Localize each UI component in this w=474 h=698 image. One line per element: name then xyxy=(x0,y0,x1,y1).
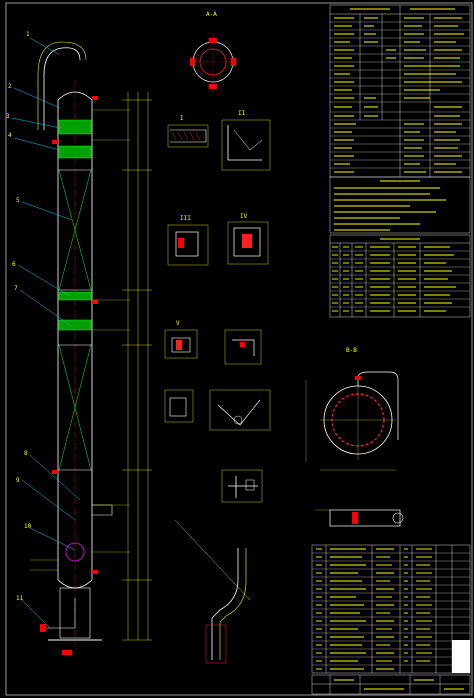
nozzle-level-lines xyxy=(30,109,130,571)
technical-spec-table[interactable] xyxy=(329,4,471,178)
detail-view-8[interactable] xyxy=(209,389,271,431)
skirt xyxy=(59,587,91,639)
nozzle-flange-3 xyxy=(92,300,98,304)
nozzle-elbow-detail[interactable] xyxy=(174,519,251,664)
svg-text:II: II xyxy=(238,110,246,117)
nozzle-table[interactable] xyxy=(329,234,471,318)
plan-view-label: A-A xyxy=(206,11,217,18)
svg-text:IV: IV xyxy=(240,213,248,220)
gas-inlet-nozzle xyxy=(92,504,113,516)
detail-view-3[interactable]: III xyxy=(167,215,209,266)
liquid-distributor xyxy=(58,291,92,301)
tower-elevation[interactable]: 1 2 3 4 5 6 7 8 9 10 11 xyxy=(6,31,152,655)
nozzle-flange-6 xyxy=(62,650,72,655)
svg-text:11: 11 xyxy=(16,595,24,602)
parts-list-text-strokes xyxy=(316,548,432,670)
plan-nozzle-e xyxy=(231,58,236,66)
sheet-border xyxy=(5,2,473,696)
bottom-outlet-pipe xyxy=(46,598,76,629)
plan-nozzle-s xyxy=(209,84,217,89)
svg-text:10: 10 xyxy=(24,523,32,530)
detail-view-9[interactable] xyxy=(221,469,263,503)
svg-text:6: 6 xyxy=(12,261,16,268)
demister-section xyxy=(58,119,92,135)
callout-leaders xyxy=(11,37,81,629)
overhead-vapor-pipe xyxy=(43,47,81,130)
svg-text:3: 3 xyxy=(6,113,10,120)
spec-table-rows xyxy=(330,21,470,169)
ring-outlet-pipe xyxy=(357,371,399,440)
packing-support xyxy=(58,319,92,331)
svg-text:5: 5 xyxy=(16,197,20,204)
detail-view-4[interactable]: IV xyxy=(227,213,269,265)
svg-text:7: 7 xyxy=(14,285,18,292)
svg-text:8: 8 xyxy=(24,450,28,457)
svg-text:9: 9 xyxy=(16,477,20,484)
packed-bed-1 xyxy=(58,169,92,291)
top-head xyxy=(57,91,93,101)
top-plan-view[interactable]: A-A xyxy=(185,11,241,92)
packing-section-top xyxy=(58,145,92,159)
detail-view-5[interactable]: V xyxy=(164,320,198,359)
plan-nozzle-n xyxy=(209,38,217,43)
notes-text-strokes xyxy=(334,180,446,231)
svg-text:V: V xyxy=(176,320,180,327)
nozzle-flange-5 xyxy=(92,570,98,574)
callout-labels: 1 2 3 4 5 6 7 8 9 10 11 xyxy=(6,31,32,602)
technical-notes[interactable] xyxy=(329,176,471,234)
bottom-outlet-flange xyxy=(40,624,46,632)
nozzle-table-rows xyxy=(330,250,470,308)
nozzle-flange-1 xyxy=(92,96,98,100)
svg-text:III: III xyxy=(180,215,191,222)
parts-list-side-strip xyxy=(452,640,470,673)
plan-nozzle-w xyxy=(190,58,195,66)
title-block[interactable] xyxy=(311,674,471,695)
parts-list-rows xyxy=(312,552,470,666)
title-block-text-strokes xyxy=(334,679,464,690)
tower-dimensions xyxy=(122,92,152,641)
section-b-b[interactable]: B-B xyxy=(305,347,399,471)
svg-text:1: 1 xyxy=(26,31,30,38)
detail-view-6[interactable] xyxy=(224,329,262,365)
overhead-vapor-pipe-inner xyxy=(37,41,87,130)
nozzle-flange-2 xyxy=(52,140,58,144)
nozzle-flange-4 xyxy=(52,470,58,474)
svg-text:4: 4 xyxy=(8,132,12,139)
detail-view-1[interactable]: I xyxy=(167,115,209,148)
ring-side-view[interactable] xyxy=(315,509,404,527)
spec-table-text-strokes xyxy=(334,8,464,173)
detail-view-2[interactable]: II xyxy=(221,110,271,171)
detail-view-7[interactable] xyxy=(164,389,194,423)
svg-text:2: 2 xyxy=(8,83,12,90)
svg-text:I: I xyxy=(180,115,184,122)
manway xyxy=(65,542,85,562)
section-label: B-B xyxy=(346,347,357,354)
nozzle-table-text-strokes xyxy=(332,238,456,312)
packed-bed-2 xyxy=(58,344,92,471)
